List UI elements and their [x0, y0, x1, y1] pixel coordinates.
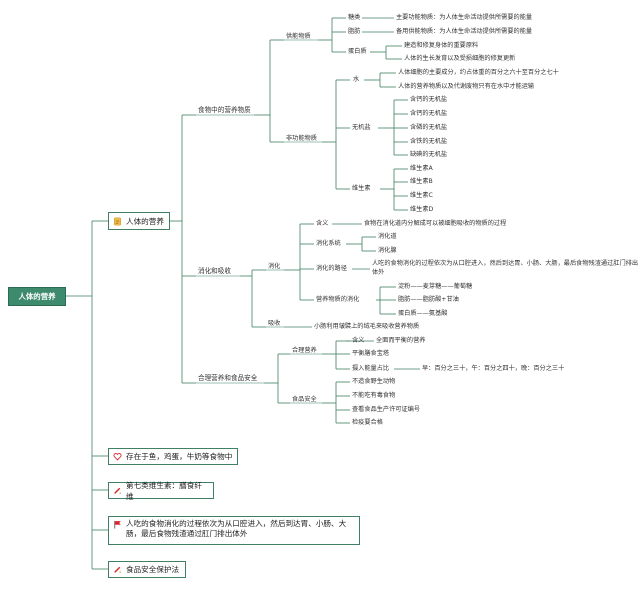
- branch-nutrition[interactable]: 人体的营养: [108, 212, 170, 230]
- vitamin-item[interactable]: 维生素A: [410, 165, 433, 172]
- node-food-nutrients[interactable]: 食物中的营养物质: [198, 106, 251, 114]
- node-reasonable-nutrition[interactable]: 合理营养: [292, 347, 317, 354]
- node-digestion-meaning-desc[interactable]: 食物在消化道内分解成可以被细胞吸收的物质的过程: [364, 220, 507, 227]
- note-icon: [114, 217, 121, 225]
- node-food-safety[interactable]: 食品安全: [292, 396, 317, 403]
- node-digestion[interactable]: 消化: [268, 263, 281, 270]
- node-minerals[interactable]: 无机盐: [352, 124, 371, 131]
- node-absorption[interactable]: 吸收: [268, 320, 281, 327]
- branch-fiber-label: 第七类维生素：膳食纤维: [126, 480, 202, 501]
- node-protein-desc-1[interactable]: 建造和修复身体的重要原料: [404, 42, 479, 49]
- mineral-item[interactable]: 含钙的无机盐: [410, 110, 448, 117]
- node-reasonable-meaning-desc[interactable]: 全面而平衡的营养: [376, 337, 426, 344]
- food-safety-item[interactable]: 查看食品生产许可证编号: [352, 406, 421, 413]
- branch-food-law[interactable]: 食品安全保护法: [108, 561, 186, 578]
- flag-icon: [114, 520, 121, 529]
- node-food-tower[interactable]: 平衡膳食宝塔: [352, 350, 390, 357]
- node-nutrient-digestion[interactable]: 营养物质的消化: [316, 296, 360, 303]
- node-sugar[interactable]: 糖类: [348, 14, 361, 21]
- node-energy-ratio-desc[interactable]: 早：百分之三十，午：百分之四十，晚：百分之三十: [422, 365, 565, 372]
- node-protein-desc-2[interactable]: 人体的生长发育以及受损细胞的修复更新: [404, 55, 516, 62]
- branch-digestion-path-label: 人吃的食物消化的过程依次为从口腔进入，然后到达胃、小肠、大肠，最后食物残渣通过肛…: [126, 519, 347, 538]
- vitamin-item[interactable]: 维生素D: [410, 206, 434, 213]
- node-energy-substances[interactable]: 供能物质: [286, 33, 311, 40]
- branch-digestion-path[interactable]: 人吃的食物消化的过程依次为从口腔进入，然后到达胃、小肠、大肠，最后食物残渣通过肛…: [108, 516, 360, 545]
- food-safety-item[interactable]: 不能吃有毒食物: [352, 392, 396, 399]
- node-digestion-path-desc[interactable]: 人吃的食物消化的过程依次为从口腔进入，然后到达胃、小肠、大肠，最后食物残渣通过肛…: [372, 260, 639, 276]
- node-digestion-meaning[interactable]: 含义: [316, 220, 329, 227]
- node-water[interactable]: 水: [353, 76, 360, 83]
- branch-fiber[interactable]: 第七类维生素：膳食纤维: [108, 480, 214, 501]
- node-fat[interactable]: 脂肪: [348, 28, 361, 35]
- heart-icon: [113, 453, 122, 461]
- branch-food-law-label: 食品安全保护法: [126, 565, 180, 574]
- nutrient-digestion-item[interactable]: 蛋白质——氨基酸: [398, 310, 448, 317]
- branch-food-source[interactable]: 存在于鱼，鸡蛋，牛奶等食物中: [108, 448, 238, 465]
- node-energy-ratio[interactable]: 摄入能量占比: [352, 365, 390, 372]
- node-sugar-desc[interactable]: 主要功能物质：为人体生命活动提供所需要的能量: [396, 14, 533, 21]
- node-protein[interactable]: 蛋白质: [348, 48, 367, 55]
- node-fat-desc[interactable]: 备用供能物质：为人体生命活动提供所需要的能量: [396, 28, 533, 35]
- node-non-energy-substances[interactable]: 非功能物质: [286, 135, 317, 142]
- pencil-icon: [114, 566, 121, 573]
- mineral-item[interactable]: 缺碘的无机盐: [410, 151, 448, 158]
- food-safety-item[interactable]: 检疫要合格: [352, 419, 383, 426]
- mineral-item[interactable]: 含铁的无机盐: [410, 138, 448, 145]
- digestive-system-item[interactable]: 消化腺: [378, 247, 397, 254]
- node-digestion-absorption[interactable]: 消化和吸收: [198, 267, 231, 275]
- nutrient-digestion-item[interactable]: 淀粉——麦芽糖——葡萄糖: [398, 283, 473, 290]
- node-water-desc-2[interactable]: 人体的营养物质以及代谢废物只有在水中才能运输: [398, 83, 535, 90]
- vitamin-item[interactable]: 维生素B: [410, 178, 433, 185]
- node-absorption-desc[interactable]: 小肠利用皱襞上的绒毛来吸收营养物质: [314, 323, 420, 330]
- nutrient-digestion-item[interactable]: 脂肪——脂肪酸+甘油: [398, 296, 459, 303]
- node-reasonable-meaning[interactable]: 含义: [352, 337, 365, 344]
- pencil-icon: [114, 487, 121, 494]
- digestive-system-item[interactable]: 消化道: [378, 233, 397, 240]
- branch-food-source-label: 存在于鱼，鸡蛋，牛奶等食物中: [126, 452, 233, 461]
- node-vitamins[interactable]: 维生素: [352, 185, 371, 192]
- node-water-desc-1[interactable]: 人体细胞的主要成分，约占体重的百分之六十至百分之七十: [398, 69, 559, 76]
- mineral-item[interactable]: 含钙的无机盐: [410, 96, 448, 103]
- node-nutrition-safety[interactable]: 合理营养和食品安全: [198, 374, 258, 382]
- node-digestion-path[interactable]: 消化的路径: [316, 265, 347, 272]
- food-safety-item[interactable]: 不造食野生动物: [352, 378, 396, 385]
- branch-nutrition-label: 人体的营养: [126, 216, 164, 226]
- root-node[interactable]: 人体的营养: [8, 287, 66, 306]
- node-digestive-system[interactable]: 消化系统: [316, 240, 341, 247]
- vitamin-item[interactable]: 维生素C: [410, 192, 433, 199]
- mineral-item[interactable]: 含磷的无机盐: [410, 124, 448, 131]
